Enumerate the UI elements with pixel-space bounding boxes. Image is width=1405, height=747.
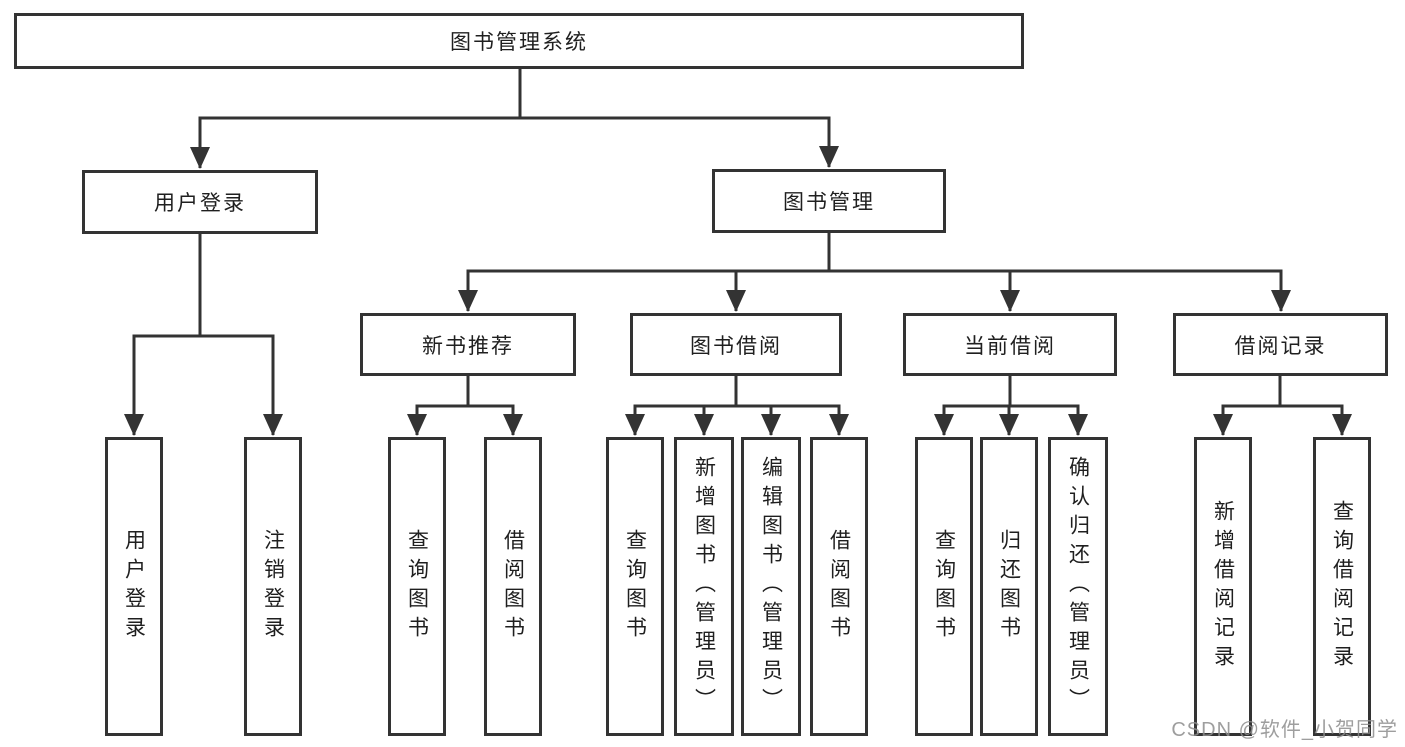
node-user-login: 用户登录 bbox=[82, 170, 318, 234]
leaf-add-book-admin: 新增图书（管理员） bbox=[674, 437, 734, 736]
node-label: 用户登录 bbox=[154, 192, 246, 215]
node-label: 图书管理系统 bbox=[450, 31, 588, 54]
leaf-label: 确认归还（管理员） bbox=[1066, 456, 1090, 717]
leaf-add-borrow-record: 新增借阅记录 bbox=[1194, 437, 1252, 736]
leaf-label: 查询图书 bbox=[623, 528, 647, 645]
leaf-label: 查询图书 bbox=[932, 528, 956, 645]
leaf-logout: 注销登录 bbox=[244, 437, 302, 736]
leaf-edit-book-admin: 编辑图书（管理员） bbox=[741, 437, 801, 736]
leaf-borrow-book: 借阅图书 bbox=[810, 437, 868, 736]
node-book-management: 图书管理 bbox=[712, 169, 946, 233]
node-label: 当前借阅 bbox=[964, 334, 1056, 358]
leaf-label: 编辑图书（管理员） bbox=[759, 456, 783, 717]
leaf-user-login: 用户登录 bbox=[105, 437, 163, 736]
node-root-system: 图书管理系统 bbox=[14, 13, 1024, 69]
leaf-query-book-borrow: 查询图书 bbox=[606, 437, 664, 736]
node-label: 图书借阅 bbox=[690, 334, 782, 358]
node-label: 图书管理 bbox=[783, 191, 875, 214]
leaf-query-book-recommend: 查询图书 bbox=[388, 437, 446, 736]
leaf-confirm-return-admin: 确认归还（管理员） bbox=[1048, 437, 1108, 736]
node-new-book-recommend: 新书推荐 bbox=[360, 313, 576, 376]
leaf-label: 借阅图书 bbox=[501, 528, 525, 645]
leaf-label: 新增借阅记录 bbox=[1211, 499, 1235, 674]
leaf-query-borrow-record: 查询借阅记录 bbox=[1313, 437, 1371, 736]
node-current-borrow: 当前借阅 bbox=[903, 313, 1117, 376]
leaf-label: 查询借阅记录 bbox=[1330, 499, 1354, 674]
node-label: 借阅记录 bbox=[1234, 334, 1327, 358]
leaf-label: 查询图书 bbox=[405, 528, 429, 645]
leaf-label: 归还图书 bbox=[997, 528, 1021, 645]
csdn-watermark: CSDN @软件_小贺同学 bbox=[1171, 719, 1398, 741]
leaf-label: 用户登录 bbox=[122, 528, 146, 645]
node-borrow-records: 借阅记录 bbox=[1173, 313, 1388, 376]
leaf-query-book-current: 查询图书 bbox=[915, 437, 973, 736]
node-label: 新书推荐 bbox=[422, 334, 514, 358]
leaf-return-book: 归还图书 bbox=[980, 437, 1038, 736]
leaf-label: 借阅图书 bbox=[827, 528, 851, 645]
node-book-borrow: 图书借阅 bbox=[630, 313, 842, 376]
leaf-borrow-book-recommend: 借阅图书 bbox=[484, 437, 542, 736]
leaf-label: 新增图书（管理员） bbox=[692, 456, 716, 717]
leaf-label: 注销登录 bbox=[261, 528, 285, 645]
